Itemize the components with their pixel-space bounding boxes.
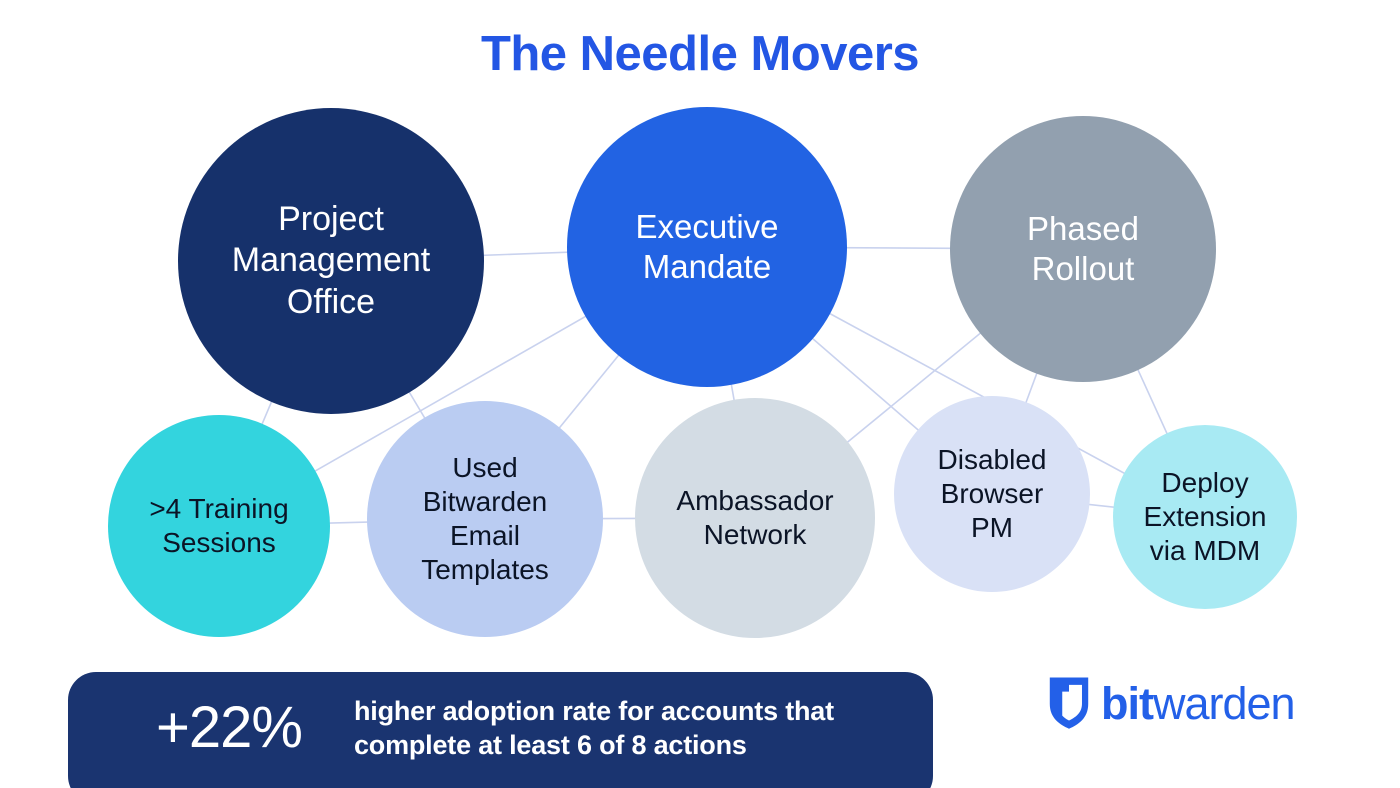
bubble-disabled-browser-pm: Disabled Browser PM <box>894 396 1090 592</box>
bubble-label: Used Bitwarden Email Templates <box>421 451 549 586</box>
bubble-training-sessions: >4 Training Sessions <box>108 415 330 637</box>
bubble-deploy-extension-via-mdm: Deploy Extension via MDM <box>1113 425 1297 609</box>
stat-value: +22% <box>156 695 303 760</box>
bubble-used-bitwarden-email-templates: Used Bitwarden Email Templates <box>367 401 603 637</box>
stat-description: higher adoption rate for accounts that c… <box>353 696 834 761</box>
bitwarden-wordmark: bitwarden <box>1101 677 1296 729</box>
bubble-label: Phased Rollout <box>1027 209 1139 287</box>
stat-banner: +22% higher adoption rate for accounts t… <box>68 672 933 788</box>
bubble-label: Ambassador Network <box>676 484 834 550</box>
bitwarden-logo: bitwarden <box>1048 676 1296 730</box>
bitwarden-shield-icon <box>1049 677 1089 729</box>
page-title: The Needle Movers <box>480 27 920 81</box>
bubble-ambassador-network: Ambassador Network <box>635 398 875 638</box>
wordmark-bit: bit <box>1101 677 1154 729</box>
bubble-label: Disabled Browser PM <box>937 443 1047 544</box>
bubble-executive-mandate: Executive Mandate <box>567 107 847 387</box>
bubble-project-management-office: Project Management Office <box>178 108 484 414</box>
bubble-label: Deploy Extension via MDM <box>1143 466 1267 567</box>
bubble-phased-rollout: Phased Rollout <box>950 116 1216 382</box>
wordmark-warden: warden <box>1152 677 1296 729</box>
bubble-label: >4 Training Sessions <box>149 492 289 558</box>
bubble-label: Executive Mandate <box>635 207 779 285</box>
bubble-label: Project Management Office <box>231 199 431 321</box>
